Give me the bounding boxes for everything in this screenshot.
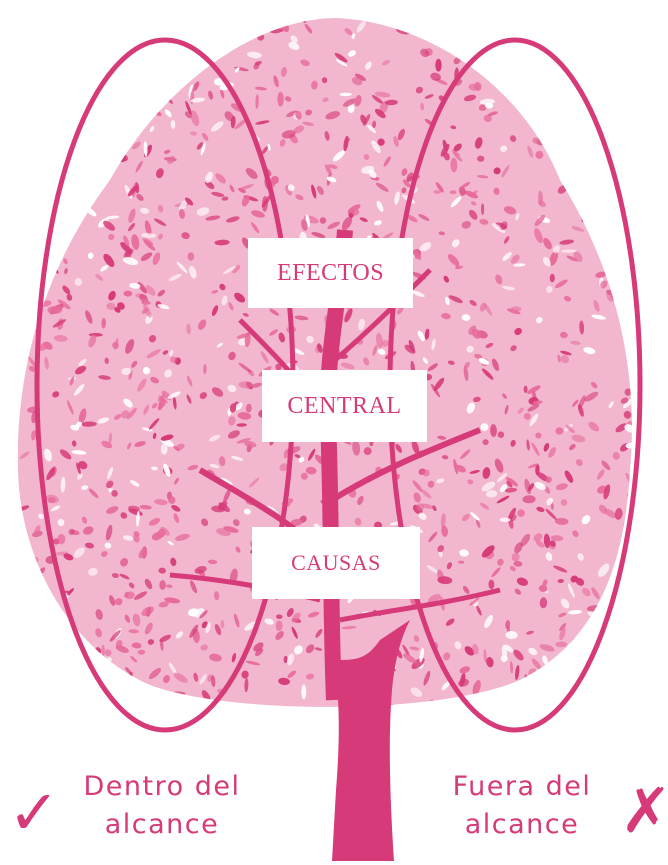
cross-icon: ✗ <box>620 780 668 842</box>
inside-scope-caption: Dentro del alcance <box>62 768 262 844</box>
outside-caption-line2: alcance <box>432 806 612 844</box>
central-label: CENTRAL <box>262 370 427 442</box>
check-icon: ✓ <box>8 782 60 844</box>
effects-label: EFECTOS <box>248 238 413 308</box>
outside-scope-caption: Fuera del alcance <box>432 768 612 844</box>
inside-caption-line1: Dentro del <box>62 768 262 806</box>
causes-label: CAUSAS <box>252 527 420 599</box>
outside-caption-line1: Fuera del <box>432 768 612 806</box>
inside-caption-line2: alcance <box>62 806 262 844</box>
